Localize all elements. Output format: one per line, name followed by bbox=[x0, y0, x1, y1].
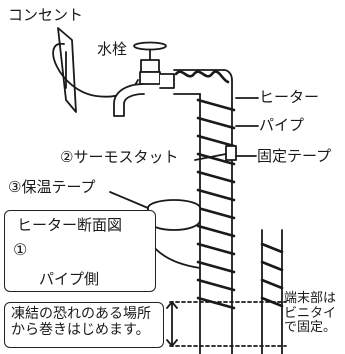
detail-inset bbox=[260, 229, 284, 354]
cross-section-number: ① bbox=[13, 240, 28, 259]
start-note-box: 凍結の恐れのある場所 から巻きはじめます。 bbox=[4, 302, 164, 348]
cross-section-box: ヒーター断面図 ① パイプ側 bbox=[4, 210, 156, 292]
outlet-label: コンセント bbox=[8, 6, 84, 24]
end-tie-line-2: ビニタイ bbox=[284, 305, 337, 321]
pipe-label: パイプ bbox=[259, 116, 305, 134]
start-note-text: 凍結の恐れのある場所 から巻きはじめます。 bbox=[11, 306, 151, 338]
end-tie-line-3: で固定。 bbox=[284, 320, 337, 336]
fixing-tape-label: 固定テープ bbox=[257, 147, 332, 165]
end-tie-line-1: 端末部は bbox=[284, 291, 337, 306]
heater-label: ヒーター bbox=[259, 88, 320, 106]
heater-spiral bbox=[174, 70, 236, 310]
insulation-tape-label: ③保温テープ bbox=[8, 178, 96, 196]
pipe-horizontal bbox=[173, 69, 233, 95]
faucet-label: 水栓 bbox=[97, 40, 128, 58]
end-tie-note: 端末部は ビニタイ で固定。 bbox=[284, 291, 337, 336]
outlet-icon bbox=[57, 27, 77, 113]
thermostat-icon bbox=[225, 145, 237, 161]
cross-section-title: ヒーター断面図 bbox=[17, 216, 123, 234]
pipe-side-label: パイプ側 bbox=[39, 270, 100, 288]
insulation-tape-roll-icon bbox=[145, 199, 201, 269]
thermostat-label: ②サーモスタット bbox=[60, 148, 179, 166]
start-note-line-2: から巻きはじめます。 bbox=[11, 321, 150, 338]
faucet-icon bbox=[113, 41, 175, 117]
start-note-line-1: 凍結の恐れのある場所 bbox=[11, 306, 151, 322]
